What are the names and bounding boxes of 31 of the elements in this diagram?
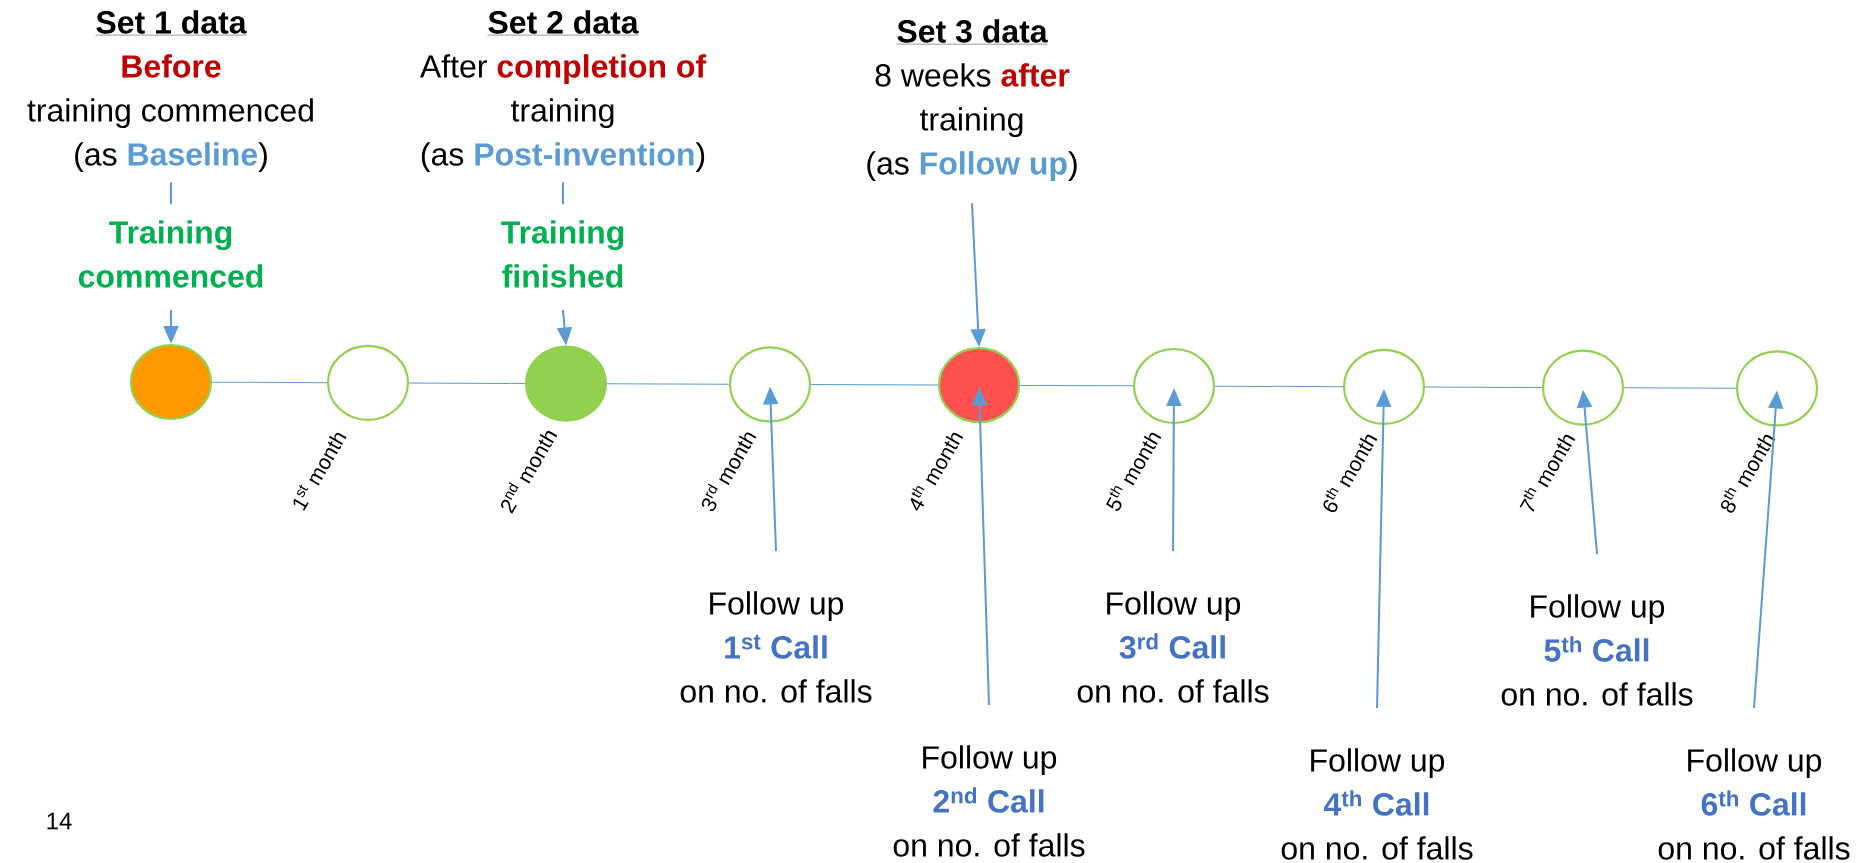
timeline-line [1623,387,1737,389]
month-circle [524,345,608,422]
call-note: Follow up 4$^{th}$ Call on no. of falls [1281,748,1473,860]
timeline-line [1424,386,1543,388]
call-note: Follow up 2$^{nd}$ Call on no. of falls [893,745,1085,857]
call-note: Follow up 6$^{th}$ Call on no. of falls [1658,748,1850,860]
milestone-text: Set 1 data Before training commenced (as Baseline) [27,10,313,172]
timeline-line [408,382,526,384]
training-label: Training finished [501,220,624,288]
training-label: Training commenced [78,220,263,288]
month-circle [1132,347,1216,425]
call-note: Follow up 3$^{rd}$ Call on no. of falls [1077,591,1269,703]
timeline-line [1214,385,1344,388]
month-circle [728,346,812,423]
month-circle [1541,349,1625,426]
timeline-line [810,384,939,386]
timeline-line [1019,384,1134,387]
call-note: Follow up 5$^{th}$ Call on no. of falls [1501,594,1693,706]
month-circle [1342,348,1426,425]
timeline-line [211,381,328,384]
connector-line [562,181,564,205]
month-circle [937,347,1021,424]
call-note: Follow up 1$^{st}$ Call on no. of falls [680,591,872,703]
month-circle [1735,350,1819,427]
month-circle [326,344,410,421]
timeline-line [606,383,730,385]
month-circle [129,343,213,421]
page-number: 14 [47,812,72,830]
milestone-text: Set 3 data 8 weeks after training (as Follow up) [867,19,1077,182]
milestone-text: Set 2 data After completion of training (as Post-invention) [419,10,707,172]
connector-line [170,181,172,205]
